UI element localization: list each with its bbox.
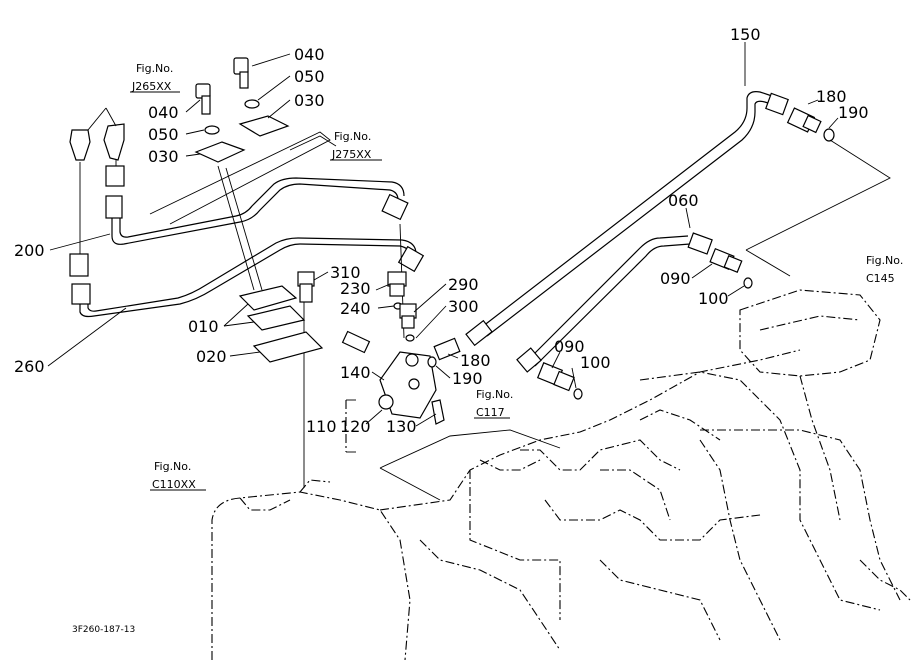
callout-190-lower: 190 xyxy=(452,369,483,388)
callout-150: 150 xyxy=(730,25,761,44)
plate-010-b xyxy=(246,305,306,331)
clamp-030-left xyxy=(194,141,246,163)
callout-300: 300 xyxy=(448,297,479,316)
figref-c110-code: C110XX xyxy=(152,478,196,491)
nut-260-right xyxy=(397,245,425,273)
callout-100-lower: 100 xyxy=(580,353,611,372)
drawing-code: 3F260-187-13 xyxy=(72,625,135,635)
callout-120: 120 xyxy=(340,417,371,436)
o-ring-100-lower xyxy=(573,388,583,400)
plate-010-a xyxy=(238,285,298,311)
callout-090-lower: 090 xyxy=(554,337,585,356)
valve-block-110 xyxy=(341,330,461,425)
pipe-200 xyxy=(105,177,409,245)
phantom-engine-outline xyxy=(211,289,911,661)
ref-line-c117 xyxy=(379,429,561,469)
callout-310: 310 xyxy=(330,263,361,282)
figref-j275-label: Fig.No. xyxy=(334,130,371,143)
o-ring-300 xyxy=(405,334,415,342)
fitting-090-lower xyxy=(536,362,575,392)
figref-j265-code: J265XX xyxy=(131,80,172,93)
callout-290: 290 xyxy=(448,275,479,294)
callout-180-upper: 180 xyxy=(816,87,847,106)
nut-260-left xyxy=(71,283,91,305)
fitting-180-upper xyxy=(786,107,822,134)
bolt-140 xyxy=(341,330,371,354)
callout-180-lower: 180 xyxy=(460,351,491,370)
clamp-030-right xyxy=(238,115,290,137)
callout-040-right: 040 xyxy=(294,45,325,64)
callout-040-left: 040 xyxy=(148,103,179,122)
figref-j265-label: Fig.No. xyxy=(136,62,173,75)
ref-line-j275 xyxy=(149,131,331,225)
fitting-290 xyxy=(399,303,417,329)
callout-260: 260 xyxy=(14,357,45,376)
pipe-060 xyxy=(516,232,713,373)
callout-190-upper: 190 xyxy=(838,103,869,122)
callout-060: 060 xyxy=(668,191,699,210)
fitting-230 xyxy=(387,271,407,297)
figref-c110-label: Fig.No. xyxy=(154,460,191,473)
nut-200-right xyxy=(381,193,409,221)
center-line-a xyxy=(225,167,263,291)
figref-c145-code: C145 xyxy=(866,272,895,285)
callout-200: 200 xyxy=(14,241,45,260)
fitting-090-upper xyxy=(709,247,743,273)
figref-c117-label: Fig.No. xyxy=(476,388,513,401)
bolt-040-right xyxy=(233,57,249,89)
callout-140: 140 xyxy=(340,363,371,382)
callout-050-left: 050 xyxy=(148,125,179,144)
washer-050-right xyxy=(244,99,260,109)
bolt-040-left xyxy=(195,83,211,115)
bracket-020 xyxy=(252,331,324,363)
fitting-310 xyxy=(297,271,315,303)
callout-090-upper: 090 xyxy=(660,269,691,288)
callout-050-right: 050 xyxy=(294,67,325,86)
callout-010: 010 xyxy=(188,317,219,336)
callout-030-right: 030 xyxy=(294,91,325,110)
callout-020: 020 xyxy=(196,347,227,366)
figref-c117-code: C117 xyxy=(476,406,505,419)
pipe-260 xyxy=(71,237,425,318)
o-ring-100-upper xyxy=(743,277,753,289)
callout-240: 240 xyxy=(340,299,371,318)
gasket-130 xyxy=(431,399,445,425)
callout-130: 130 xyxy=(386,417,417,436)
callout-110: 110 xyxy=(306,417,337,436)
ref-line-c145 xyxy=(745,139,891,251)
o-ring-190-lower xyxy=(427,356,437,368)
callout-100-upper: 100 xyxy=(698,289,729,308)
fitting-180-lower xyxy=(433,337,461,361)
figref-c145-label: Fig.No. xyxy=(866,254,903,267)
o-ring-190-upper xyxy=(823,128,835,142)
washer-050-left xyxy=(204,125,220,135)
center-line-b xyxy=(217,165,255,291)
callout-030-left: 030 xyxy=(148,147,179,166)
nut-200-left xyxy=(105,195,123,219)
figref-j275-code: J275XX xyxy=(331,148,372,161)
leader-lines xyxy=(47,42,839,427)
left-fittings xyxy=(69,123,125,277)
pipe-150 xyxy=(465,91,789,347)
callout-230: 230 xyxy=(340,279,371,298)
